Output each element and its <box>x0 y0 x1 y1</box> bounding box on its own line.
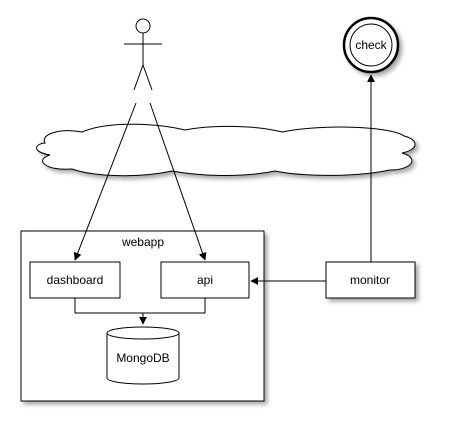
user-to-api-arrow <box>149 102 207 261</box>
user-actor-icon <box>124 18 162 91</box>
mongodb-database-icon <box>106 326 180 385</box>
user-to-dashboard-arrow <box>73 102 137 261</box>
db-connector <box>74 298 206 325</box>
monitor-node <box>325 261 416 299</box>
mongodb-label: MongoDB <box>116 351 169 365</box>
monitor-label: monitor <box>350 273 390 287</box>
dashboard-node <box>29 261 121 299</box>
api-node <box>160 261 250 299</box>
check-label: check <box>355 38 387 52</box>
dashboard-label: dashboard <box>47 273 104 287</box>
check-node <box>342 16 400 74</box>
webapp-label: webapp <box>121 235 164 249</box>
internet-cloud <box>36 123 416 177</box>
api-label: api <box>197 273 213 287</box>
